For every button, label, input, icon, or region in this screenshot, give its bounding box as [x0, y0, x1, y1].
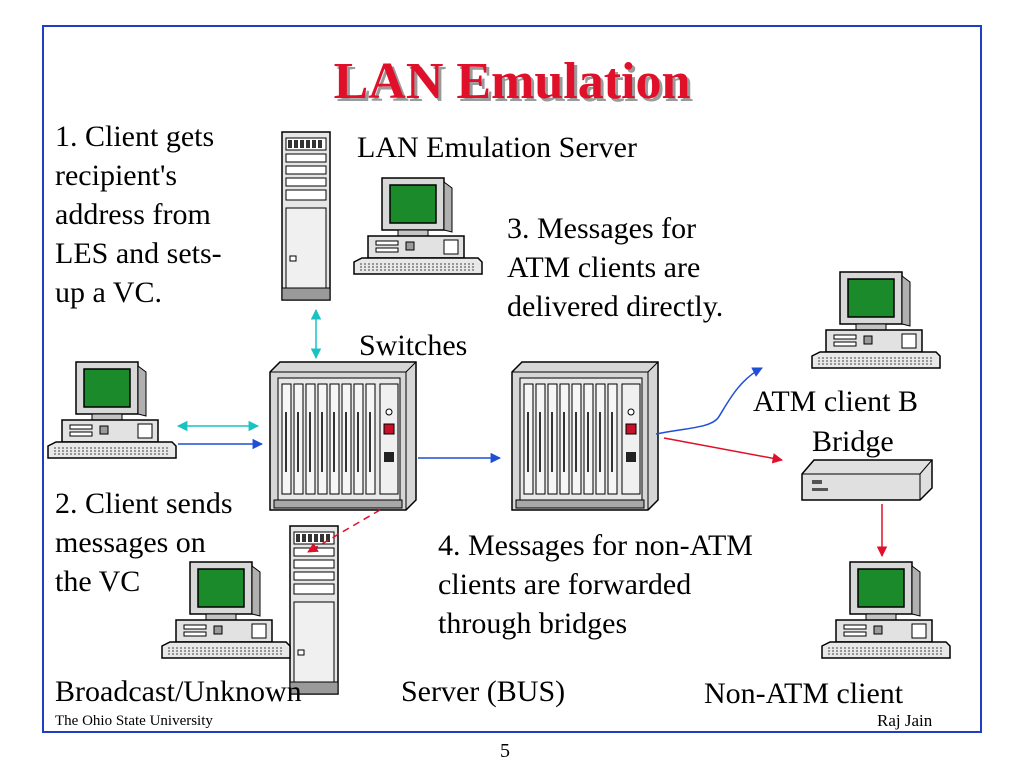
- bus-label-left: Broadcast/Unknown: [55, 675, 302, 708]
- bus-label-right: Server (BUS): [401, 675, 566, 708]
- page-number: 5: [500, 740, 510, 762]
- step1-line: LES and sets-: [55, 237, 222, 270]
- step1-line: up a VC.: [55, 276, 162, 309]
- les-workstation: [353, 177, 483, 275]
- arrow-dashed-to-bus: [307, 509, 381, 553]
- step2-line: messages on: [55, 526, 206, 559]
- step2-text: 2. Client sends messages on the VC: [55, 484, 233, 601]
- switch-right: [511, 361, 659, 511]
- arrow-to-bridge: [663, 437, 784, 464]
- step2-line: 2. Client sends: [55, 487, 233, 520]
- les-server-rack: [281, 131, 331, 301]
- switch-left: [269, 361, 417, 511]
- atm-client-b-label: ATM client B: [753, 385, 918, 418]
- slide-frame: [42, 25, 982, 733]
- step3-line: 3. Messages for: [507, 212, 697, 245]
- step1-text: 1. Client gets recipient's address from …: [55, 117, 222, 312]
- bus-server-rack: [289, 525, 339, 695]
- step1-line: address from: [55, 198, 211, 231]
- bridge-device: [801, 459, 933, 501]
- step4-line: through bridges: [438, 607, 628, 640]
- step4-line: clients are forwarded: [438, 568, 692, 601]
- step3-line: delivered directly.: [507, 290, 724, 323]
- client-a-workstation: [47, 361, 177, 459]
- switches-label: Switches: [359, 329, 468, 362]
- step4-line: 4. Messages for non-ATM: [438, 529, 753, 562]
- step3-text: 3. Messages for ATM clients are delivere…: [507, 209, 723, 326]
- les-label: LAN Emulation Server: [357, 131, 637, 164]
- step1-line: recipient's: [55, 159, 178, 192]
- non-atm-client-label: Non-ATM client: [704, 677, 904, 710]
- atm-client-b-workstation: [811, 271, 941, 369]
- non-atm-client-workstation: [821, 561, 951, 659]
- footer-university: The Ohio State University: [55, 713, 213, 729]
- step2-line: the VC: [55, 565, 141, 598]
- bridge-label: Bridge: [812, 425, 894, 458]
- step4-text: 4. Messages for non-ATM clients are forw…: [438, 526, 753, 643]
- footer-author: Raj Jain: [877, 711, 933, 730]
- step1-line: 1. Client gets: [55, 120, 215, 153]
- slide-title: LAN Emulation: [333, 53, 691, 110]
- step3-line: ATM clients are: [507, 251, 701, 284]
- arrow-to-atm-client-b: [655, 367, 763, 435]
